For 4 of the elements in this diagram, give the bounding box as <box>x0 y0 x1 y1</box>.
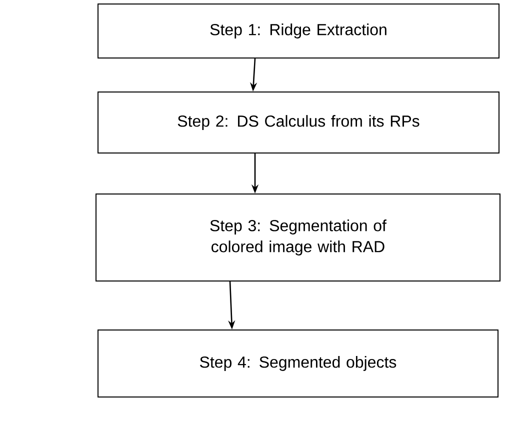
process-box: Step 2: DS Calculus from its RPs <box>98 92 500 154</box>
process-box: Step 4: Segmented objects <box>98 330 498 398</box>
process-box: Step 1: Ridge Extraction <box>98 4 500 58</box>
process-box: Step 3: Segmentation of colored image with RAD <box>96 194 500 282</box>
